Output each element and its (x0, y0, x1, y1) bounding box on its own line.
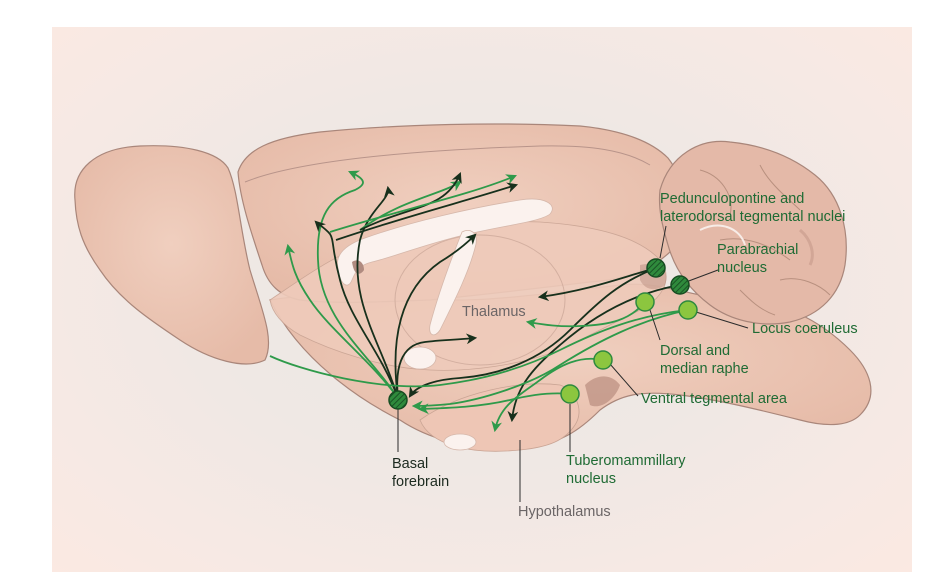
pathway-bf-cortex-8 (335, 182, 519, 241)
basal-forebrain-label-line2: forebrain (392, 474, 450, 490)
hypothalamus-label: Hypothalamus (518, 504, 611, 520)
raphe-label-line1: Dorsal and (660, 343, 731, 359)
pathway-bf-cortex-4 (356, 185, 399, 399)
ppt-ldt-label: Pedunculopontine and laterodorsal tegmen… (660, 190, 845, 226)
pathway-bf-cortex-7 (329, 174, 517, 233)
pathway-lc-bf (411, 309, 689, 412)
pathway-tmn-bf (417, 392, 571, 415)
pathway-bf-thalamus (396, 333, 478, 399)
locus-coeruleus-node (678, 300, 698, 320)
pathway-lc-forebrain (269, 309, 689, 388)
raphe-node (635, 292, 655, 312)
locus-coeruleus-label: Locus coeruleus (752, 320, 858, 338)
tmn-node (560, 384, 580, 404)
parabrachial-label: Parabrachial nucleus (717, 241, 798, 277)
fold-shadow (585, 376, 620, 407)
tmn-label-line2: nucleus (566, 471, 616, 487)
olfactory-bulb (74, 145, 270, 365)
basal-forebrain-label-line1: Basal (392, 456, 429, 472)
optic-chiasm (443, 433, 477, 451)
lateral-ventricle (337, 198, 553, 286)
parabrachial-node (670, 275, 690, 295)
pathway-bf-cortex-3 (314, 220, 399, 399)
leader-lines (397, 225, 749, 502)
pathway-bf-hippocampus (394, 233, 477, 399)
ppt-ldt-node (646, 258, 666, 278)
pathway-bf-cortex-2 (316, 170, 399, 399)
ppt-ldt-label-line1: Pedunculopontine and (660, 191, 805, 207)
raphe-label-line2: median raphe (660, 361, 749, 377)
vta-label: Ventral tegmental area (641, 390, 787, 408)
cerebellum (658, 140, 847, 325)
vta-node (593, 350, 613, 370)
basal-forebrain-label: Basal forebrain (392, 455, 449, 491)
tmn-label-line1: Tuberomammillary (566, 453, 686, 469)
thalamus-label: Thalamus (462, 304, 526, 320)
ppt-ldt-label-line2: laterodorsal tegmental nuclei (660, 209, 846, 225)
basal-forebrain-node (388, 390, 408, 410)
vta-label-line1: Ventral tegmental area (641, 391, 787, 407)
cortex-inner-edge (244, 145, 651, 183)
locus-coeruleus-label-line1: Locus coeruleus (752, 321, 858, 337)
pathway-raphe-thalamus (525, 301, 646, 329)
anterior-commissure (403, 346, 437, 370)
raphe-label: Dorsal and median raphe (660, 342, 749, 378)
thalamus-outline (394, 234, 566, 366)
parabrachial-label-line2: nucleus (717, 260, 767, 276)
pathway-ppt-thalamus (537, 267, 657, 302)
parabrachial-label-line1: Parabrachial (717, 242, 799, 258)
tmn-label: Tuberomammillary nucleus (566, 452, 686, 488)
pathway-vta-hypothalamus (491, 357, 604, 433)
pathway-ppt-bf (408, 267, 657, 398)
pathway-bf-cortex-1 (284, 243, 399, 399)
